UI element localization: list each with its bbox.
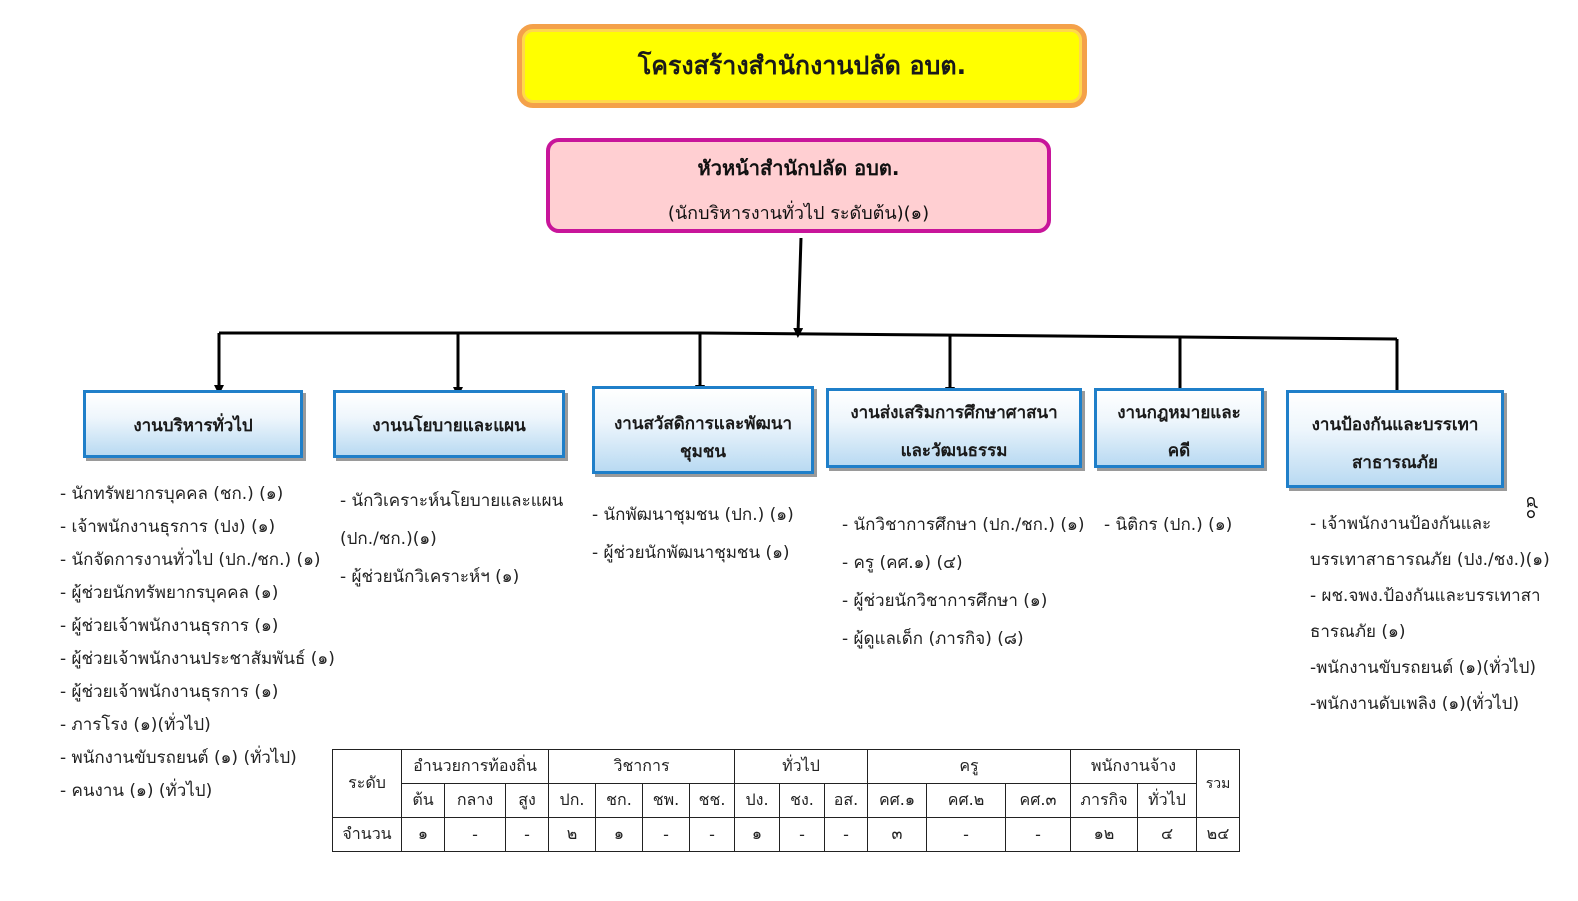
table-count-cell: - <box>642 817 690 852</box>
table-count-cell: ๒ <box>548 817 596 852</box>
table-level-cell: ชช. <box>689 783 735 818</box>
list-item: - ภารโรง (๑)(ทั่วไป) <box>60 715 211 735</box>
table-count-cell: - <box>926 817 1006 852</box>
table-row: ต้น กลาง สูง ปก. ชก. ชพ. ชช. ปง. ชง. อส.… <box>333 783 1240 818</box>
table-count-cell: ๑ <box>734 817 780 852</box>
list-item: ธารณภัย (๑) <box>1310 622 1406 642</box>
list-item: - ผู้ช่วยเจ้าพนักงานประชาสัมพันธ์ (๑) <box>60 649 335 669</box>
table-group-header: อำนวยการท้องถิ่น <box>401 749 549 784</box>
table-count-cell: - <box>505 817 549 852</box>
chart-title: โครงสร้างสำนักงานปลัด อบต. <box>637 51 967 80</box>
table-count-label: จำนวน <box>332 817 402 852</box>
head-title: หัวหน้าสำนักปลัด อบต. <box>697 156 900 180</box>
table-header-total: รวม <box>1196 749 1240 818</box>
list-item: - ผช.จพง.ป้องกันและบรรเทาสา <box>1310 586 1541 606</box>
list-item: - นักวิเคราะห์นโยบายและแผน <box>340 491 564 511</box>
table-group-header: ครู <box>867 749 1071 784</box>
table-level-cell: คศ.๓ <box>1005 783 1071 818</box>
table-level-cell: ปง. <box>734 783 780 818</box>
table-level-cell: ภารกิจ <box>1070 783 1138 818</box>
staff-list-welfare-community: - นักพัฒนาชุมชน (ปก.) (๑) - ผู้ช่วยนักพั… <box>592 496 794 572</box>
table-level-cell: ชก. <box>595 783 643 818</box>
list-item: - นักวิชาการศึกษา (ปก./ชก.) (๑) <box>842 515 1085 535</box>
table-level-cell: ปก. <box>548 783 596 818</box>
table-count-cell: ๑ <box>595 817 643 852</box>
table-count-cell: ๑๒ <box>1070 817 1138 852</box>
list-item: -พนักงานขับรถยนต์ (๑)(ทั่วไป) <box>1310 658 1536 678</box>
dept-box-law-cases: งานกฎหมายและ คดี <box>1094 388 1264 468</box>
table-group-header: ทั่วไป <box>734 749 868 784</box>
dept-box-policy-plan: งานนโยบายและแผน <box>333 390 565 458</box>
table-row: จำนวน ๑ - - ๒ ๑ - - ๑ - - ๓ - - ๑๒ ๔ ๒๔ <box>332 817 1240 852</box>
table-level-cell: คศ.๑ <box>867 783 927 818</box>
table-level-cell: สูง <box>505 783 549 818</box>
table-level-cell: ต้น <box>401 783 445 818</box>
head-of-office-box: หัวหน้าสำนักปลัด อบต. (นักบริหารงานทั่วไ… <box>546 138 1051 233</box>
head-position: (นักบริหารงานทั่วไป ระดับต้น)(๑) <box>667 203 930 224</box>
list-item: - นักทรัพยากรบุคคล (ชก.) (๑) <box>60 484 284 504</box>
staff-list-law-cases: - นิติกร (ปก.) (๑) <box>1104 506 1232 544</box>
list-item: - ผู้ช่วยนักวิเคราะห์ฯ (๑) <box>340 567 520 587</box>
dept-box-welfare-community: งานสวัสดิการและพัฒนา ชุมชน <box>592 386 814 474</box>
list-item: - พนักงานขับรถยนต์ (๑) (ทั่วไป) <box>60 748 297 768</box>
staff-list-general-admin: - นักทรัพยากรบุคคล (ชก.) (๑) - เจ้าพนักง… <box>60 478 335 808</box>
list-item: - ผู้ช่วยเจ้าพนักงานธุรการ (๑) <box>60 616 279 636</box>
list-item: - คนงาน (๑) (ทั่วไป) <box>60 781 213 801</box>
table-row: ระดับ อำนวยการท้องถิ่น วิชาการ ทั่วไป คร… <box>332 749 1240 818</box>
table-level-cell: ชพ. <box>642 783 690 818</box>
list-item: - ผู้ดูแลเด็ก (ภารกิจ) (๘) <box>842 629 1024 649</box>
table-count-cell: - <box>444 817 506 852</box>
table-count-cell: - <box>1005 817 1071 852</box>
list-item: บรรเทาสาธารณภัย (ปง./ชง.)(๑) <box>1310 550 1550 570</box>
list-item: - เจ้าพนักงานธุรการ (ปง) (๑) <box>60 517 276 537</box>
list-item: - ผู้ช่วยเจ้าพนักงานธุรการ (๑) <box>60 682 279 702</box>
dept-box-general-admin: งานบริหารทั่วไป <box>83 390 303 458</box>
table-header-level: ระดับ <box>332 749 402 818</box>
list-item: (ปก./ชก.)(๑) <box>340 529 437 549</box>
table-level-cell: กลาง <box>444 783 506 818</box>
table-count-cell: - <box>824 817 868 852</box>
staff-list-disaster-prevention: - เจ้าพนักงานป้องกันและ บรรเทาสาธารณภัย … <box>1310 506 1550 722</box>
chart-title-box: โครงสร้างสำนักงานปลัด อบต. <box>517 24 1087 108</box>
table-level-cell: ชง. <box>779 783 825 818</box>
list-item: - เจ้าพนักงานป้องกันและ <box>1310 514 1492 534</box>
dept-box-education-religion: งานส่งเสริมการศึกษาศาสนา และวัฒนธรรม <box>826 388 1082 468</box>
table-group-header: พนักงานจ้าง <box>1070 749 1197 784</box>
list-item: -พนักงานดับเพลิง (๑)(ทั่วไป) <box>1310 694 1520 714</box>
list-item: - ครู (คศ.๑) (๔) <box>842 553 963 573</box>
table-count-cell: - <box>689 817 735 852</box>
list-item: - ผู้ช่วยนักวิชาการศึกษา (๑) <box>842 591 1048 611</box>
list-item: - ผู้ช่วยนักทรัพยากรบุคคล (๑) <box>60 583 279 603</box>
table-group-header: วิชาการ <box>548 749 735 784</box>
list-item: - ผู้ช่วยนักพัฒนาชุมชน (๑) <box>592 543 790 563</box>
horizontal-bus-line <box>219 331 1398 341</box>
table-count-cell: - <box>779 817 825 852</box>
table-count-cell: ๓ <box>867 817 927 852</box>
list-item: - นักพัฒนาชุมชน (ปก.) (๑) <box>592 505 794 525</box>
table-level-cell: ทั่วไป <box>1137 783 1197 818</box>
dept-box-disaster-prevention: งานป้องกันและบรรเทา สาธารณภัย <box>1286 390 1504 488</box>
staff-list-education-religion: - นักวิชาการศึกษา (ปก./ชก.) (๑) - ครู (ค… <box>842 506 1084 658</box>
page-number: ๔๐ <box>1522 496 1542 520</box>
table-count-cell: ๑ <box>401 817 445 852</box>
list-item: - นักจัดการงานทั่วไป (ปก./ชก.) (๑) <box>60 550 321 570</box>
table-level-cell: คศ.๒ <box>926 783 1006 818</box>
table-level-cell: อส. <box>824 783 868 818</box>
table-total-cell: ๒๔ <box>1196 817 1240 852</box>
summary-table: ระดับ อำนวยการท้องถิ่น วิชาการ ทั่วไป คร… <box>332 749 1240 852</box>
table-count-cell: ๔ <box>1137 817 1197 852</box>
staff-list-policy-plan: - นักวิเคราะห์นโยบายและแผน (ปก./ชก.)(๑) … <box>340 482 563 596</box>
head-connector <box>793 237 804 338</box>
list-item: - นิติกร (ปก.) (๑) <box>1104 515 1233 535</box>
